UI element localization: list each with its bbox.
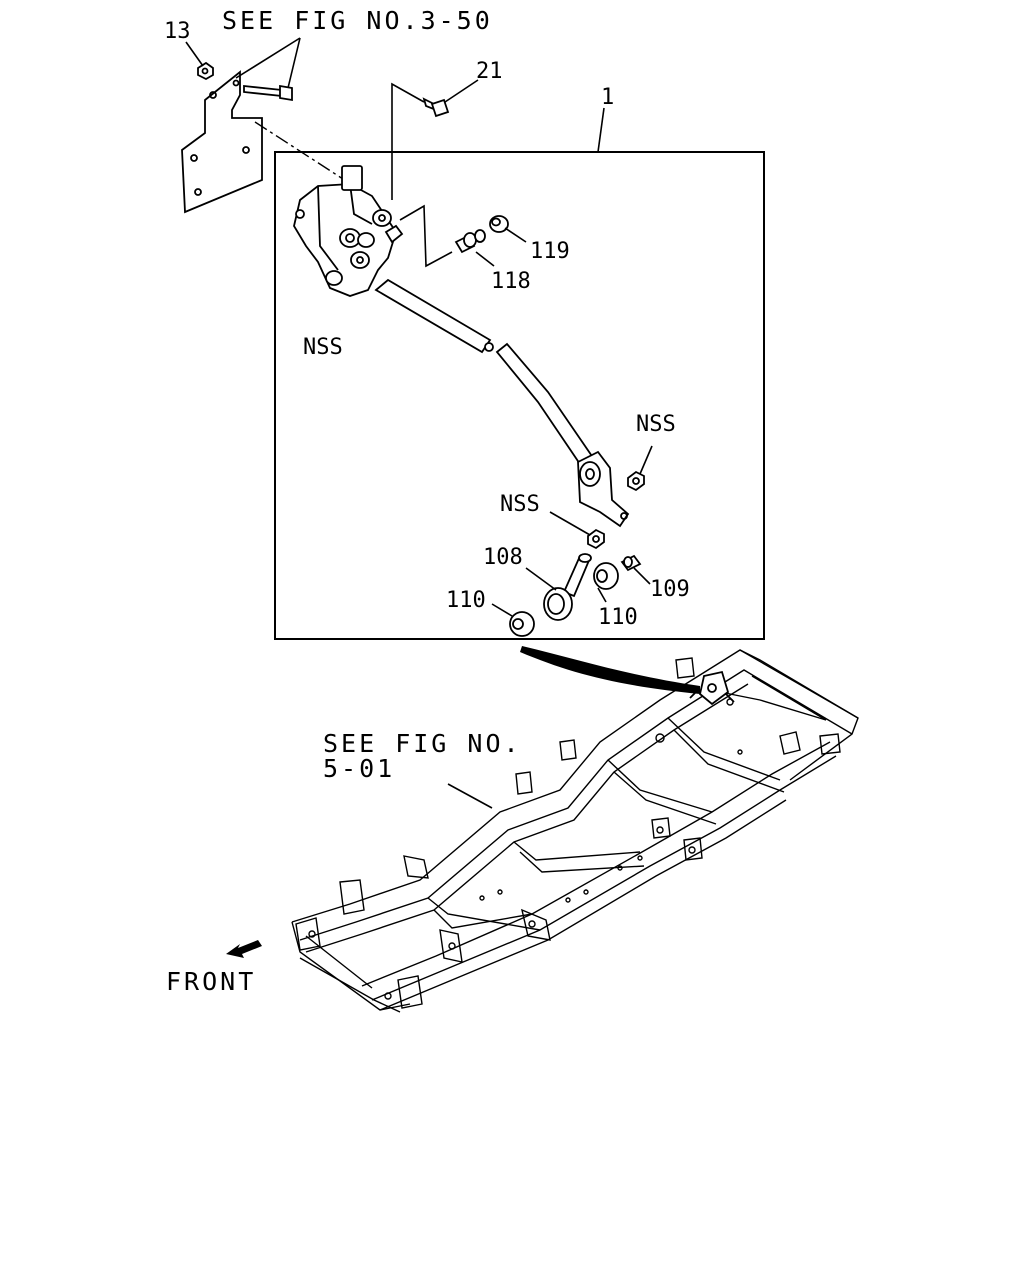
callout-110-right: 110	[598, 605, 638, 630]
callout-119: 119	[530, 239, 570, 264]
nss-nut-center	[587, 528, 605, 550]
front-arrow-icon	[226, 940, 262, 958]
part-108-lever	[543, 553, 592, 621]
assembly-1-frame	[274, 151, 765, 640]
callout-nss-right: NSS	[636, 412, 676, 437]
shift-housing	[293, 165, 404, 297]
callout-110-left: 110	[446, 588, 486, 613]
part-21-bolt	[422, 97, 450, 118]
callout-109: 109	[650, 577, 690, 602]
callout-21: 21	[476, 59, 503, 84]
callout-13: 13	[164, 19, 191, 44]
ref-see-fig-5-01-line2: 5-01	[323, 754, 395, 783]
callout-108: 108	[483, 545, 523, 570]
mounting-bracket	[181, 70, 263, 214]
part-119-cap	[489, 215, 509, 233]
part-110-bushing-right	[593, 562, 619, 590]
location-pointer	[520, 646, 700, 694]
bolt-through-bracket	[243, 84, 293, 102]
callout-nss-center: NSS	[500, 492, 540, 517]
chassis-frame	[291, 649, 859, 1013]
shift-rod	[374, 278, 598, 472]
lever-bracket	[577, 450, 630, 528]
part-118-fitting	[454, 229, 486, 254]
ref-see-fig-5-01-line1: SEE FIG NO.	[323, 729, 522, 758]
callout-118: 118	[491, 269, 531, 294]
ref-see-fig-3-50: SEE FIG NO.3-50	[222, 6, 493, 35]
front-label: FRONT	[166, 967, 256, 996]
part-13-nut	[197, 61, 214, 81]
part-110-bushing-left	[509, 611, 535, 637]
nss-nut-right	[627, 470, 645, 492]
callout-nss-housing: NSS	[303, 335, 343, 360]
part-109-pin	[620, 554, 642, 572]
callout-1: 1	[601, 85, 614, 110]
